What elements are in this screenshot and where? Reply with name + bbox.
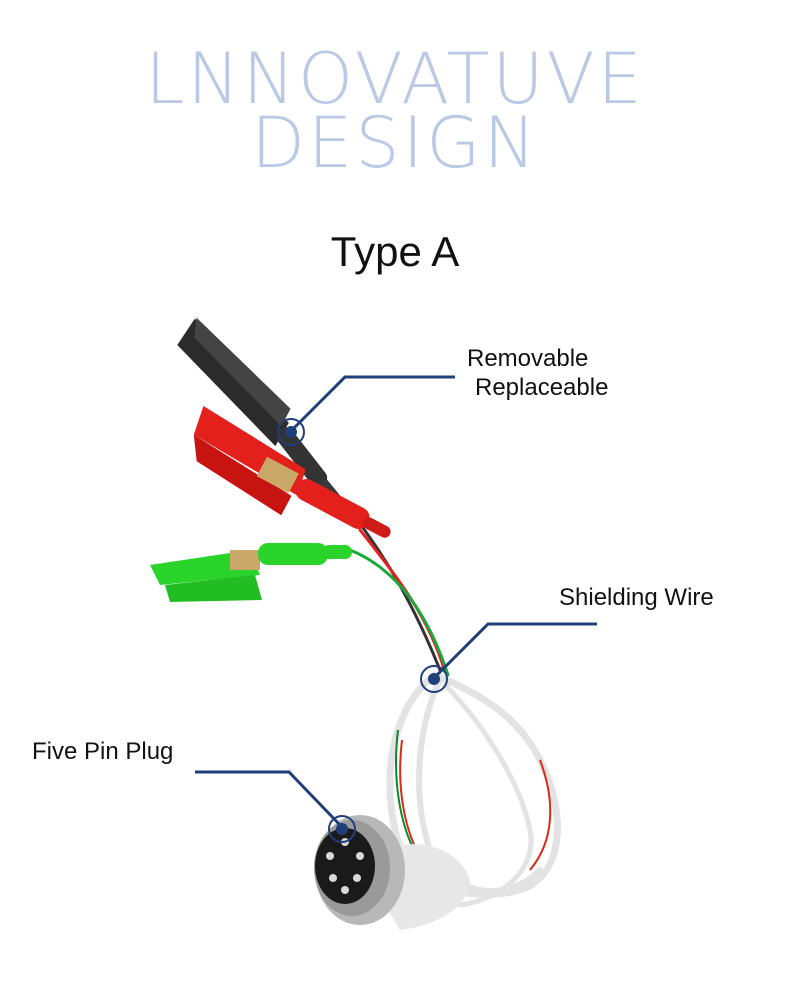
green-alligator-clip <box>150 543 352 602</box>
type-title: Type A <box>330 228 460 275</box>
black-alligator-clip <box>177 317 341 506</box>
shielding-wire-label: Shielding Wire <box>559 584 714 611</box>
red-alligator-clip <box>193 405 391 538</box>
headline-line-2: DESIGN <box>251 102 539 184</box>
removable-label-line-2: Replaceable <box>475 373 609 401</box>
five-pin-plug <box>314 815 470 930</box>
five-pin-plug-label: Five Pin Plug <box>32 738 174 765</box>
callout-markers <box>277 418 448 843</box>
callout-lines <box>195 375 597 828</box>
removable-label: Removable Replaceable <box>467 345 608 403</box>
headline-line-1: LNNOVATUVE <box>145 38 645 120</box>
removable-label-line-1: Removable <box>467 345 589 372</box>
